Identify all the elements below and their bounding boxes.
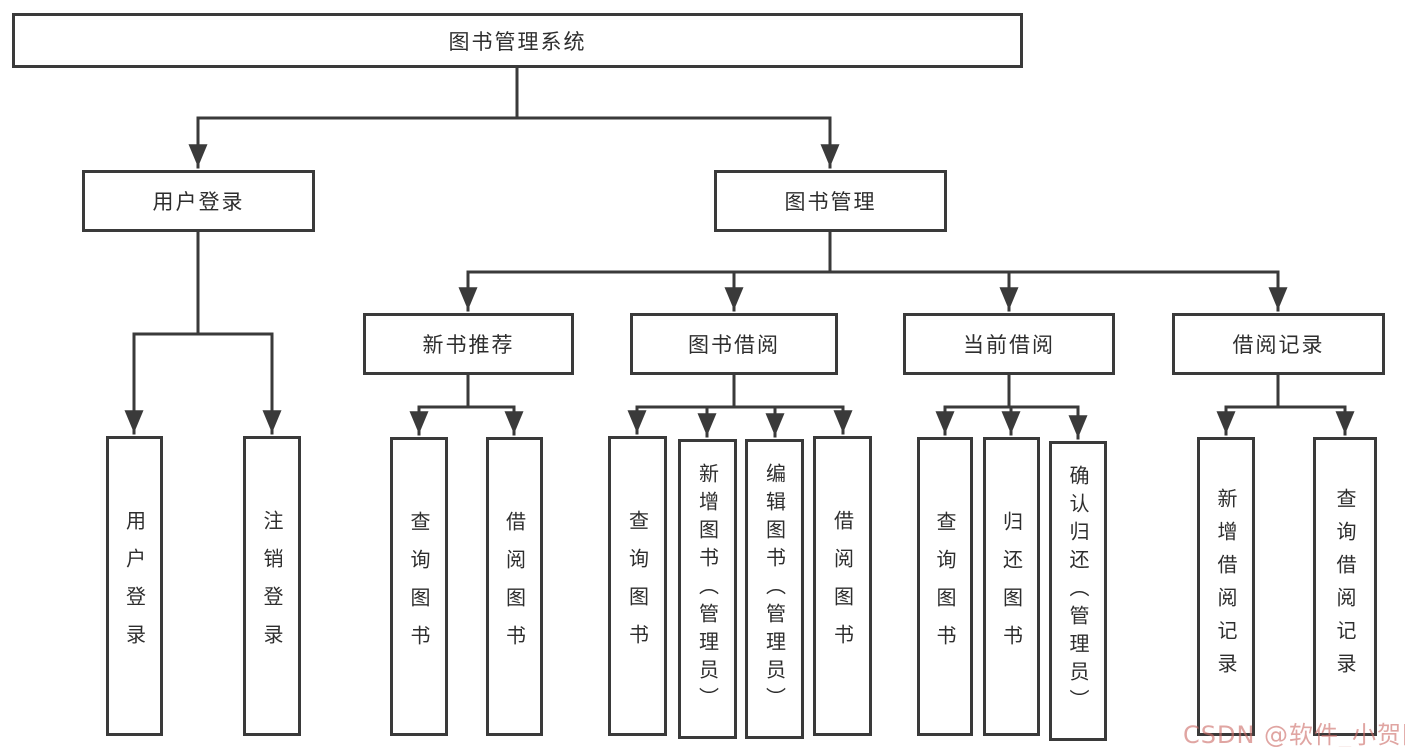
leaf-borrow-book-label: 借阅图书 [830, 510, 855, 662]
leaf-user-login-label: 用户登录 [122, 510, 147, 662]
node-user-login: 用户登录 [82, 170, 315, 232]
connector-current-borrow [935, 373, 1088, 440]
leaf-add-borrow-record: 新增借阅记录 [1197, 437, 1255, 736]
leaf-query-book-current: 查询图书 [917, 437, 973, 736]
leaf-borrow-book-recommend-label: 借阅图书 [502, 510, 527, 663]
node-book-management: 图书管理 [714, 170, 947, 232]
leaf-query-book-current-label: 查询图书 [933, 510, 957, 663]
node-root-label: 图书管理系统 [448, 29, 587, 54]
node-book-management-label: 图书管理 [784, 190, 877, 214]
node-new-book-recommend: 新书推荐 [363, 313, 574, 375]
node-book-borrow-label: 图书借阅 [688, 333, 780, 357]
leaf-user-login: 用户登录 [106, 436, 163, 736]
leaf-query-book-recommend: 查询图书 [390, 437, 448, 736]
watermark: CSDN @软件_小贺同学 [1183, 721, 1405, 747]
leaf-edit-book-admin: 编辑图书（管理员） [745, 439, 804, 739]
connector-user-login [124, 230, 282, 435]
leaf-query-book-borrow-label: 查询图书 [625, 510, 650, 662]
leaf-logout-label: 注销登录 [260, 510, 284, 662]
leaf-query-borrow-record: 查询借阅记录 [1313, 437, 1377, 736]
node-borrow-records: 借阅记录 [1172, 313, 1385, 375]
connector-book-borrow [627, 373, 853, 438]
leaf-edit-book-admin-label: 编辑图书（管理员） [762, 463, 787, 715]
leaf-query-borrow-record-label: 查询借阅记录 [1333, 487, 1357, 686]
node-borrow-records-label: 借阅记录 [1232, 333, 1325, 357]
leaf-add-borrow-record-label: 新增借阅记录 [1214, 487, 1238, 686]
leaf-return-book: 归还图书 [983, 437, 1040, 736]
leaf-return-book-label: 归还图书 [999, 510, 1024, 663]
connector-borrow-records [1216, 373, 1355, 436]
node-current-borrow: 当前借阅 [903, 313, 1115, 375]
leaf-confirm-return-admin-label: 确认归还（管理员） [1066, 465, 1090, 717]
leaf-query-book-recommend-label: 查询图书 [407, 510, 431, 663]
node-user-login-label: 用户登录 [152, 190, 245, 214]
node-book-borrow: 图书借阅 [630, 313, 838, 375]
leaf-borrow-book-recommend: 借阅图书 [486, 437, 543, 736]
node-current-borrow-label: 当前借阅 [963, 333, 1055, 357]
node-new-book-recommend-label: 新书推荐 [422, 333, 515, 357]
leaf-borrow-book: 借阅图书 [813, 436, 872, 736]
connector-root [188, 66, 840, 169]
node-root: 图书管理系统 [12, 13, 1023, 68]
leaf-add-book-admin-label: 新增图书（管理员） [695, 463, 720, 715]
connector-book-management [458, 230, 1288, 312]
leaf-logout: 注销登录 [243, 436, 301, 736]
leaf-confirm-return-admin: 确认归还（管理员） [1049, 441, 1107, 741]
leaf-query-book-borrow: 查询图书 [608, 436, 667, 736]
connector-new-book-recommend [409, 373, 524, 436]
leaf-add-book-admin: 新增图书（管理员） [678, 439, 737, 739]
